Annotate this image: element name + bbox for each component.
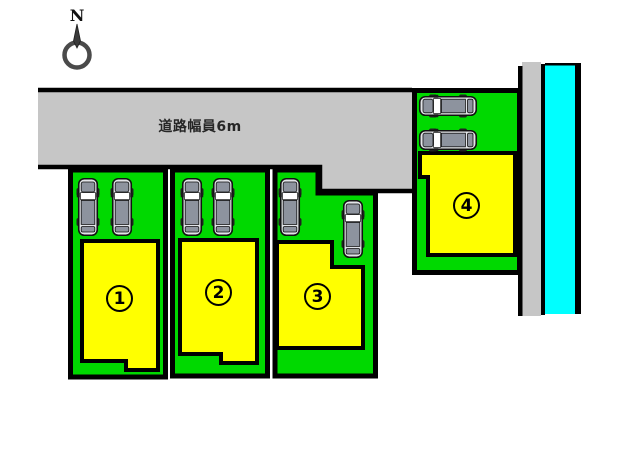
compass-north-needle-icon — [62, 23, 92, 70]
car-icon — [277, 177, 303, 237]
waterway-strip — [545, 63, 581, 314]
car-icon — [109, 177, 135, 237]
road-width-label: 道路幅員6m — [158, 119, 242, 135]
lot-1-number-badge: 1 — [106, 285, 133, 312]
car-icon — [340, 199, 366, 259]
lot-4-number-badge: 4 — [453, 192, 480, 219]
car-icon — [210, 177, 236, 237]
car-icon — [179, 177, 205, 237]
car-icon — [418, 127, 478, 153]
compass-north-label: N — [69, 6, 85, 25]
lot-3-number-badge: 3 — [304, 283, 331, 310]
car-icon — [75, 177, 101, 237]
walkway-strip — [518, 62, 545, 316]
lot-2-number-badge: 2 — [205, 279, 232, 306]
car-icon — [418, 93, 478, 119]
